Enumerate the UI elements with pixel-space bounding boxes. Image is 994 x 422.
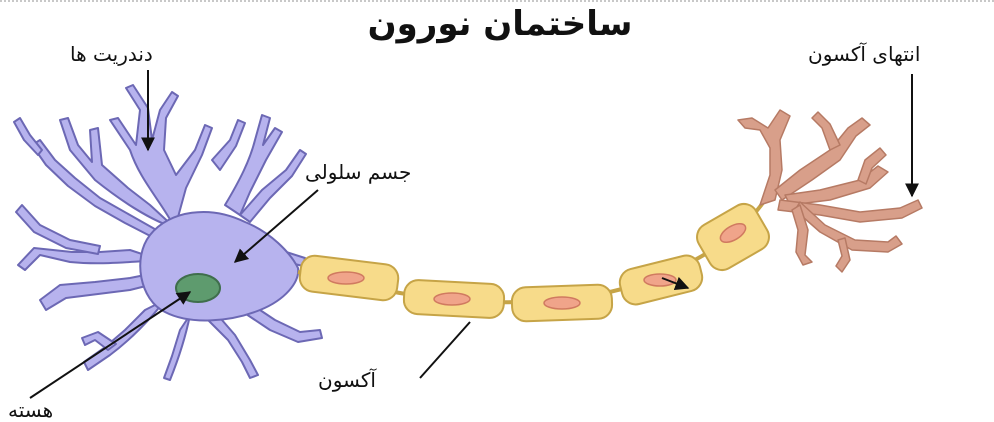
label-cell-body: جسم سلولی bbox=[305, 160, 411, 184]
arrow-nucleus bbox=[30, 292, 190, 398]
label-axon-terminal: انتهای آکسون bbox=[808, 42, 920, 66]
axon-terminals bbox=[738, 110, 922, 272]
label-nucleus: هسته bbox=[8, 398, 53, 422]
arrow-axon bbox=[420, 322, 470, 378]
label-dendrites: دندریت ها bbox=[70, 42, 153, 66]
myelin-sheath bbox=[298, 199, 774, 322]
label-axon: آکسون bbox=[318, 368, 376, 392]
